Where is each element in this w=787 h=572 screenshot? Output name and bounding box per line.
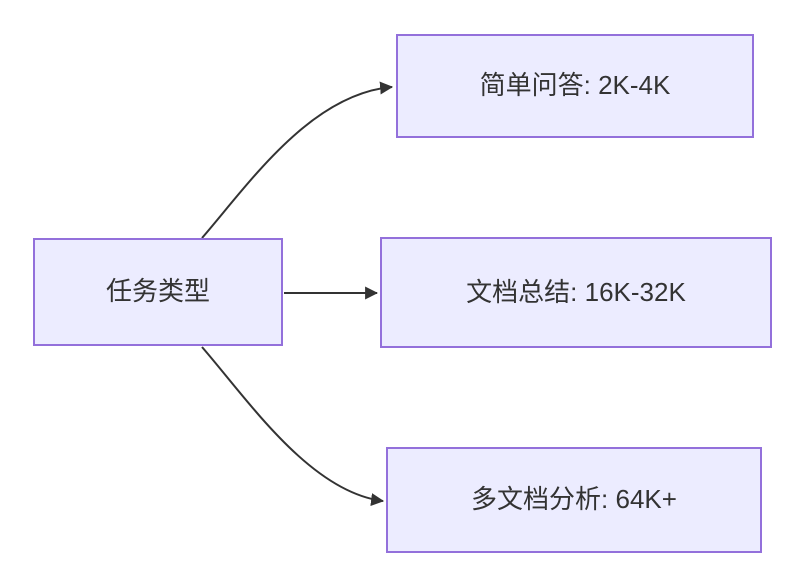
node-simple-qa: 简单问答: 2K-4K: [396, 34, 754, 138]
node-task-type: 任务类型: [33, 238, 283, 346]
node-doc-summary-label: 文档总结: 16K-32K: [466, 276, 686, 307]
edge-task-type-to-multi-doc-analysis: [201, 346, 385, 506]
edge-task-type-to-simple-qa: [201, 81, 394, 239]
node-multi-doc-analysis-label: 多文档分析: 64K+: [471, 484, 677, 515]
node-multi-doc-analysis: 多文档分析: 64K+: [386, 447, 762, 553]
node-task-type-label: 任务类型: [105, 276, 210, 307]
node-doc-summary: 文档总结: 16K-32K: [380, 237, 772, 348]
node-simple-qa-label: 简单问答: 2K-4K: [479, 70, 671, 101]
